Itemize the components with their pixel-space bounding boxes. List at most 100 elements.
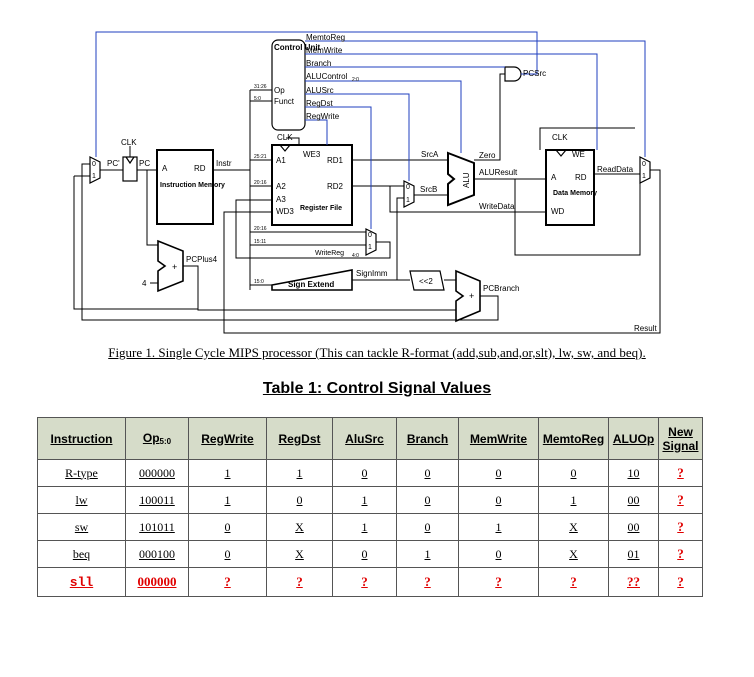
and-gate [504, 66, 522, 82]
table-row: R-type 000000 1 1 0 0 0 0 10 ? [37, 459, 703, 487]
sign-extend-block [271, 269, 353, 291]
control-unit-block [271, 39, 306, 131]
cell: ? [332, 567, 397, 597]
col-aluop: ALUOp [608, 417, 659, 460]
cell: ? [458, 567, 539, 597]
dmem-name: Data Memory [553, 190, 597, 197]
cell: 00 [608, 513, 659, 541]
clk-pc: CLK [121, 138, 137, 147]
cell: 00 [608, 486, 659, 514]
cell: 000000 [125, 567, 189, 597]
cell: 0 [396, 486, 459, 514]
pcbranch-label: PCBranch [483, 284, 519, 293]
cell: X [266, 513, 333, 541]
srcb-mux-1: 1 [406, 197, 410, 204]
imem-rd: RD [194, 164, 206, 173]
mips-datapath-diagram: MemtoReg MemWrite Branch ALUControl 2:0 … [73, 31, 661, 334]
col-alusrc: AluSrc [332, 417, 397, 460]
table-title: Table 1: Control Signal Values [262, 380, 492, 397]
cell: X [266, 540, 333, 568]
cell: X [538, 513, 609, 541]
cell: 0 [396, 459, 459, 487]
pc-mux-0: 0 [92, 161, 96, 168]
instruction-memory-block [156, 149, 214, 225]
dmem-we: WE [572, 150, 585, 159]
pc-prime-label: PC' [107, 159, 120, 168]
figure-caption: Figure 1. Single Cycle MIPS processor (T… [108, 345, 646, 360]
register-file-block [271, 144, 353, 226]
rf-a1: A1 [276, 156, 286, 165]
bits-3126: 31:26 [254, 84, 267, 90]
ctl-memtoreg: MemtoReg [306, 33, 345, 42]
table-row: lw 100011 1 0 1 0 0 1 00 ? [37, 486, 703, 514]
cell: ? [188, 567, 267, 597]
data-memory-block [545, 149, 595, 226]
funct-label: Funct [274, 97, 295, 106]
clk-dmem: CLK [552, 133, 568, 142]
col-op: Op5:0 [125, 417, 189, 460]
cell: ? [266, 567, 333, 597]
cell: ? [396, 567, 459, 597]
cell: ? [538, 567, 609, 597]
cell: 0 [458, 540, 539, 568]
cell: 0 [396, 513, 459, 541]
srca-label: SrcA [421, 150, 439, 159]
bits-1511: 15:11 [254, 239, 266, 245]
table-row: sll 000000 ? ? ? ? ? ? ?? ? [37, 567, 703, 597]
pcplus4-label: PCPlus4 [186, 255, 218, 264]
cell: 000100 [125, 540, 189, 568]
pcsrc-label: PCSrc [523, 69, 546, 78]
ctl-regdst: RegDst [306, 99, 333, 108]
clk-rf: CLK [277, 133, 293, 142]
adder2-plus: + [469, 291, 474, 301]
ctl-branch: Branch [306, 59, 331, 68]
sign-extend-label: Sign Extend [288, 280, 334, 289]
table-header-row: Instruction Op5:0 RegWrite RegDst AluSrc… [37, 417, 703, 460]
cell: 01 [608, 540, 659, 568]
adder1-plus: + [172, 262, 177, 272]
readdata-label: ReadData [597, 165, 634, 174]
cell: 0 [188, 540, 267, 568]
ctl-alucontrol-sub: 2:0 [352, 77, 359, 83]
result-mux-1: 1 [642, 173, 646, 180]
shift2-label: <<2 [419, 277, 433, 286]
ctl-alusrc: ALUSrc [306, 86, 334, 95]
cell: 0 [188, 513, 267, 541]
rf-a3: A3 [276, 195, 286, 204]
cell: ? [658, 459, 703, 487]
table-row: sw 101011 0 X 1 0 1 X 00 ? [37, 513, 703, 541]
cell: 0 [458, 486, 539, 514]
cell: beq [37, 540, 126, 568]
bits-2521: 25:21 [254, 154, 267, 160]
pc-mux [89, 156, 101, 184]
cell: 1 [458, 513, 539, 541]
cell: 1 [188, 486, 267, 514]
pc-mux-1: 1 [92, 173, 96, 180]
writereg-label: WriteReg [315, 250, 344, 257]
cell: ? [658, 486, 703, 514]
cell: 0 [332, 540, 397, 568]
aluresult-label: ALUResult [479, 168, 518, 177]
cell: 101011 [125, 513, 189, 541]
rf-rd2: RD2 [327, 182, 344, 191]
col-new-signal: New Signal [658, 417, 703, 460]
instr-label: Instr [216, 159, 232, 168]
pcbranch-adder [455, 269, 481, 323]
cell: sll [37, 567, 126, 597]
signimm-label: SignImm [356, 269, 388, 278]
col-instruction: Instruction [37, 417, 126, 460]
cell: 0 [538, 459, 609, 487]
cell: 100011 [125, 486, 189, 514]
cell: 10 [608, 459, 659, 487]
pc-register [122, 156, 138, 182]
bits-150: 15:0 [254, 279, 264, 285]
rf-a2: A2 [276, 182, 286, 191]
cell: 1 [396, 540, 459, 568]
writereg-mux [365, 228, 377, 256]
col-regdst: RegDst [266, 417, 333, 460]
ctl-regwrite: RegWrite [306, 112, 340, 121]
wr-mux-0: 0 [368, 232, 372, 239]
table-row: beq 000100 0 X 0 1 0 X 01 ? [37, 540, 703, 568]
cell: 0 [332, 459, 397, 487]
cell: sw [37, 513, 126, 541]
